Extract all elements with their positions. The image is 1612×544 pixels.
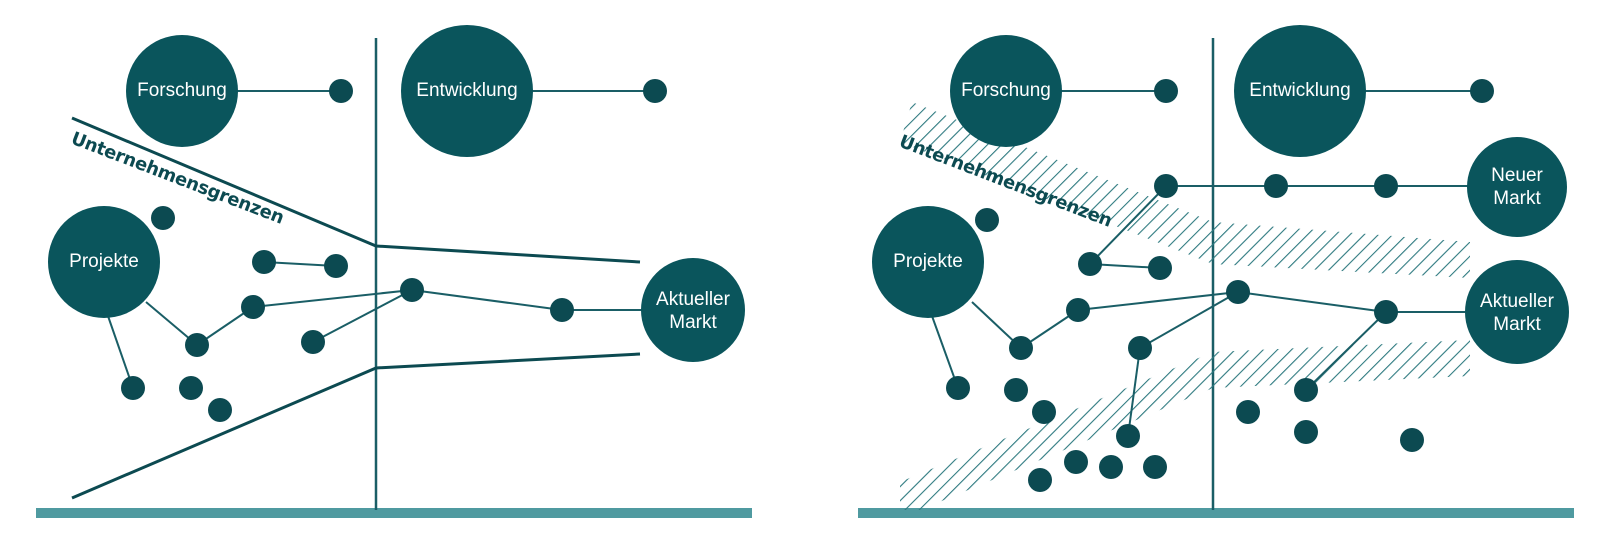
company-boundary-top (71, 116, 641, 264)
idea-dot (1078, 252, 1102, 276)
connector (411, 289, 563, 311)
connector (1089, 185, 1167, 265)
idea-dot (1004, 378, 1028, 402)
closed-innovation-panel: Unternehmensgrenzen Forschung Entwicklun… (36, 25, 752, 518)
development-label: Entwicklung (1249, 80, 1350, 101)
current-market-node (641, 258, 745, 362)
new-market-label-line1: Neuer (1491, 165, 1543, 186)
idea-dot (643, 79, 667, 103)
connector (1237, 291, 1387, 313)
idea-dot (1143, 455, 1167, 479)
baseline-bar (36, 508, 752, 518)
development-node (401, 25, 533, 157)
research-node (950, 35, 1062, 147)
idea-dot (975, 208, 999, 232)
idea-dot (400, 278, 424, 302)
idea-dot (1154, 174, 1178, 198)
connector (1305, 311, 1387, 391)
idea-dot (1099, 455, 1123, 479)
current-market-label-line1: Aktueller (1480, 291, 1555, 312)
permeable-boundary-top (900, 102, 1470, 278)
projects-node (48, 206, 160, 318)
new-market-node (1467, 137, 1567, 237)
idea-dot (208, 398, 232, 422)
idea-dot (1154, 79, 1178, 103)
research-label: Forschung (137, 80, 227, 101)
baseline-bar (858, 508, 1574, 518)
development-label: Entwicklung (416, 80, 517, 101)
idea-dot (1470, 79, 1494, 103)
company-boundary-bottom (71, 352, 641, 500)
idea-dot (324, 254, 348, 278)
connector (312, 289, 413, 343)
idea-dot (185, 333, 209, 357)
idea-dot (1009, 336, 1033, 360)
idea-dot (1226, 280, 1250, 304)
projects-node (872, 206, 984, 318)
connector (1127, 347, 1141, 437)
idea-dot (241, 295, 265, 319)
connector (107, 315, 134, 389)
connector (1139, 291, 1239, 349)
idea-dot (1374, 300, 1398, 324)
current-market-node (1465, 260, 1569, 364)
idea-dot (329, 79, 353, 103)
idea-dot (1400, 428, 1424, 452)
connector (263, 261, 337, 267)
idea-dot (1264, 174, 1288, 198)
current-market-label-line1: Aktueller (656, 289, 731, 310)
idea-dot (121, 376, 145, 400)
new-market-label-line2: Markt (1493, 188, 1541, 209)
current-market-label-line2: Markt (1493, 314, 1541, 335)
idea-dot (252, 250, 276, 274)
idea-dot (1064, 450, 1088, 474)
idea-dot (1128, 336, 1152, 360)
development-node (1234, 25, 1366, 157)
research-label: Forschung (961, 80, 1051, 101)
idea-dot (550, 298, 574, 322)
projects-label: Projekte (893, 251, 963, 272)
projects-label: Projekte (69, 251, 139, 272)
open-innovation-panel: Unternehmensgrenzen (858, 25, 1574, 518)
idea-dot (1294, 420, 1318, 444)
idea-dot (1148, 256, 1172, 280)
permeable-boundary-bottom (900, 340, 1470, 510)
connector (252, 289, 413, 308)
idea-dot (151, 206, 175, 230)
idea-dot (1066, 298, 1090, 322)
idea-dot (1032, 400, 1056, 424)
idea-dot (1374, 174, 1398, 198)
idea-dot (301, 330, 325, 354)
research-node (126, 35, 238, 147)
connector (1077, 291, 1239, 311)
current-market-label-line2: Markt (669, 312, 717, 333)
idea-dot (1294, 378, 1318, 402)
connector (931, 315, 959, 389)
idea-dot (1028, 468, 1052, 492)
idea-dot (179, 376, 203, 400)
idea-dot (946, 376, 970, 400)
idea-dot (1236, 400, 1260, 424)
idea-dot (1116, 424, 1140, 448)
